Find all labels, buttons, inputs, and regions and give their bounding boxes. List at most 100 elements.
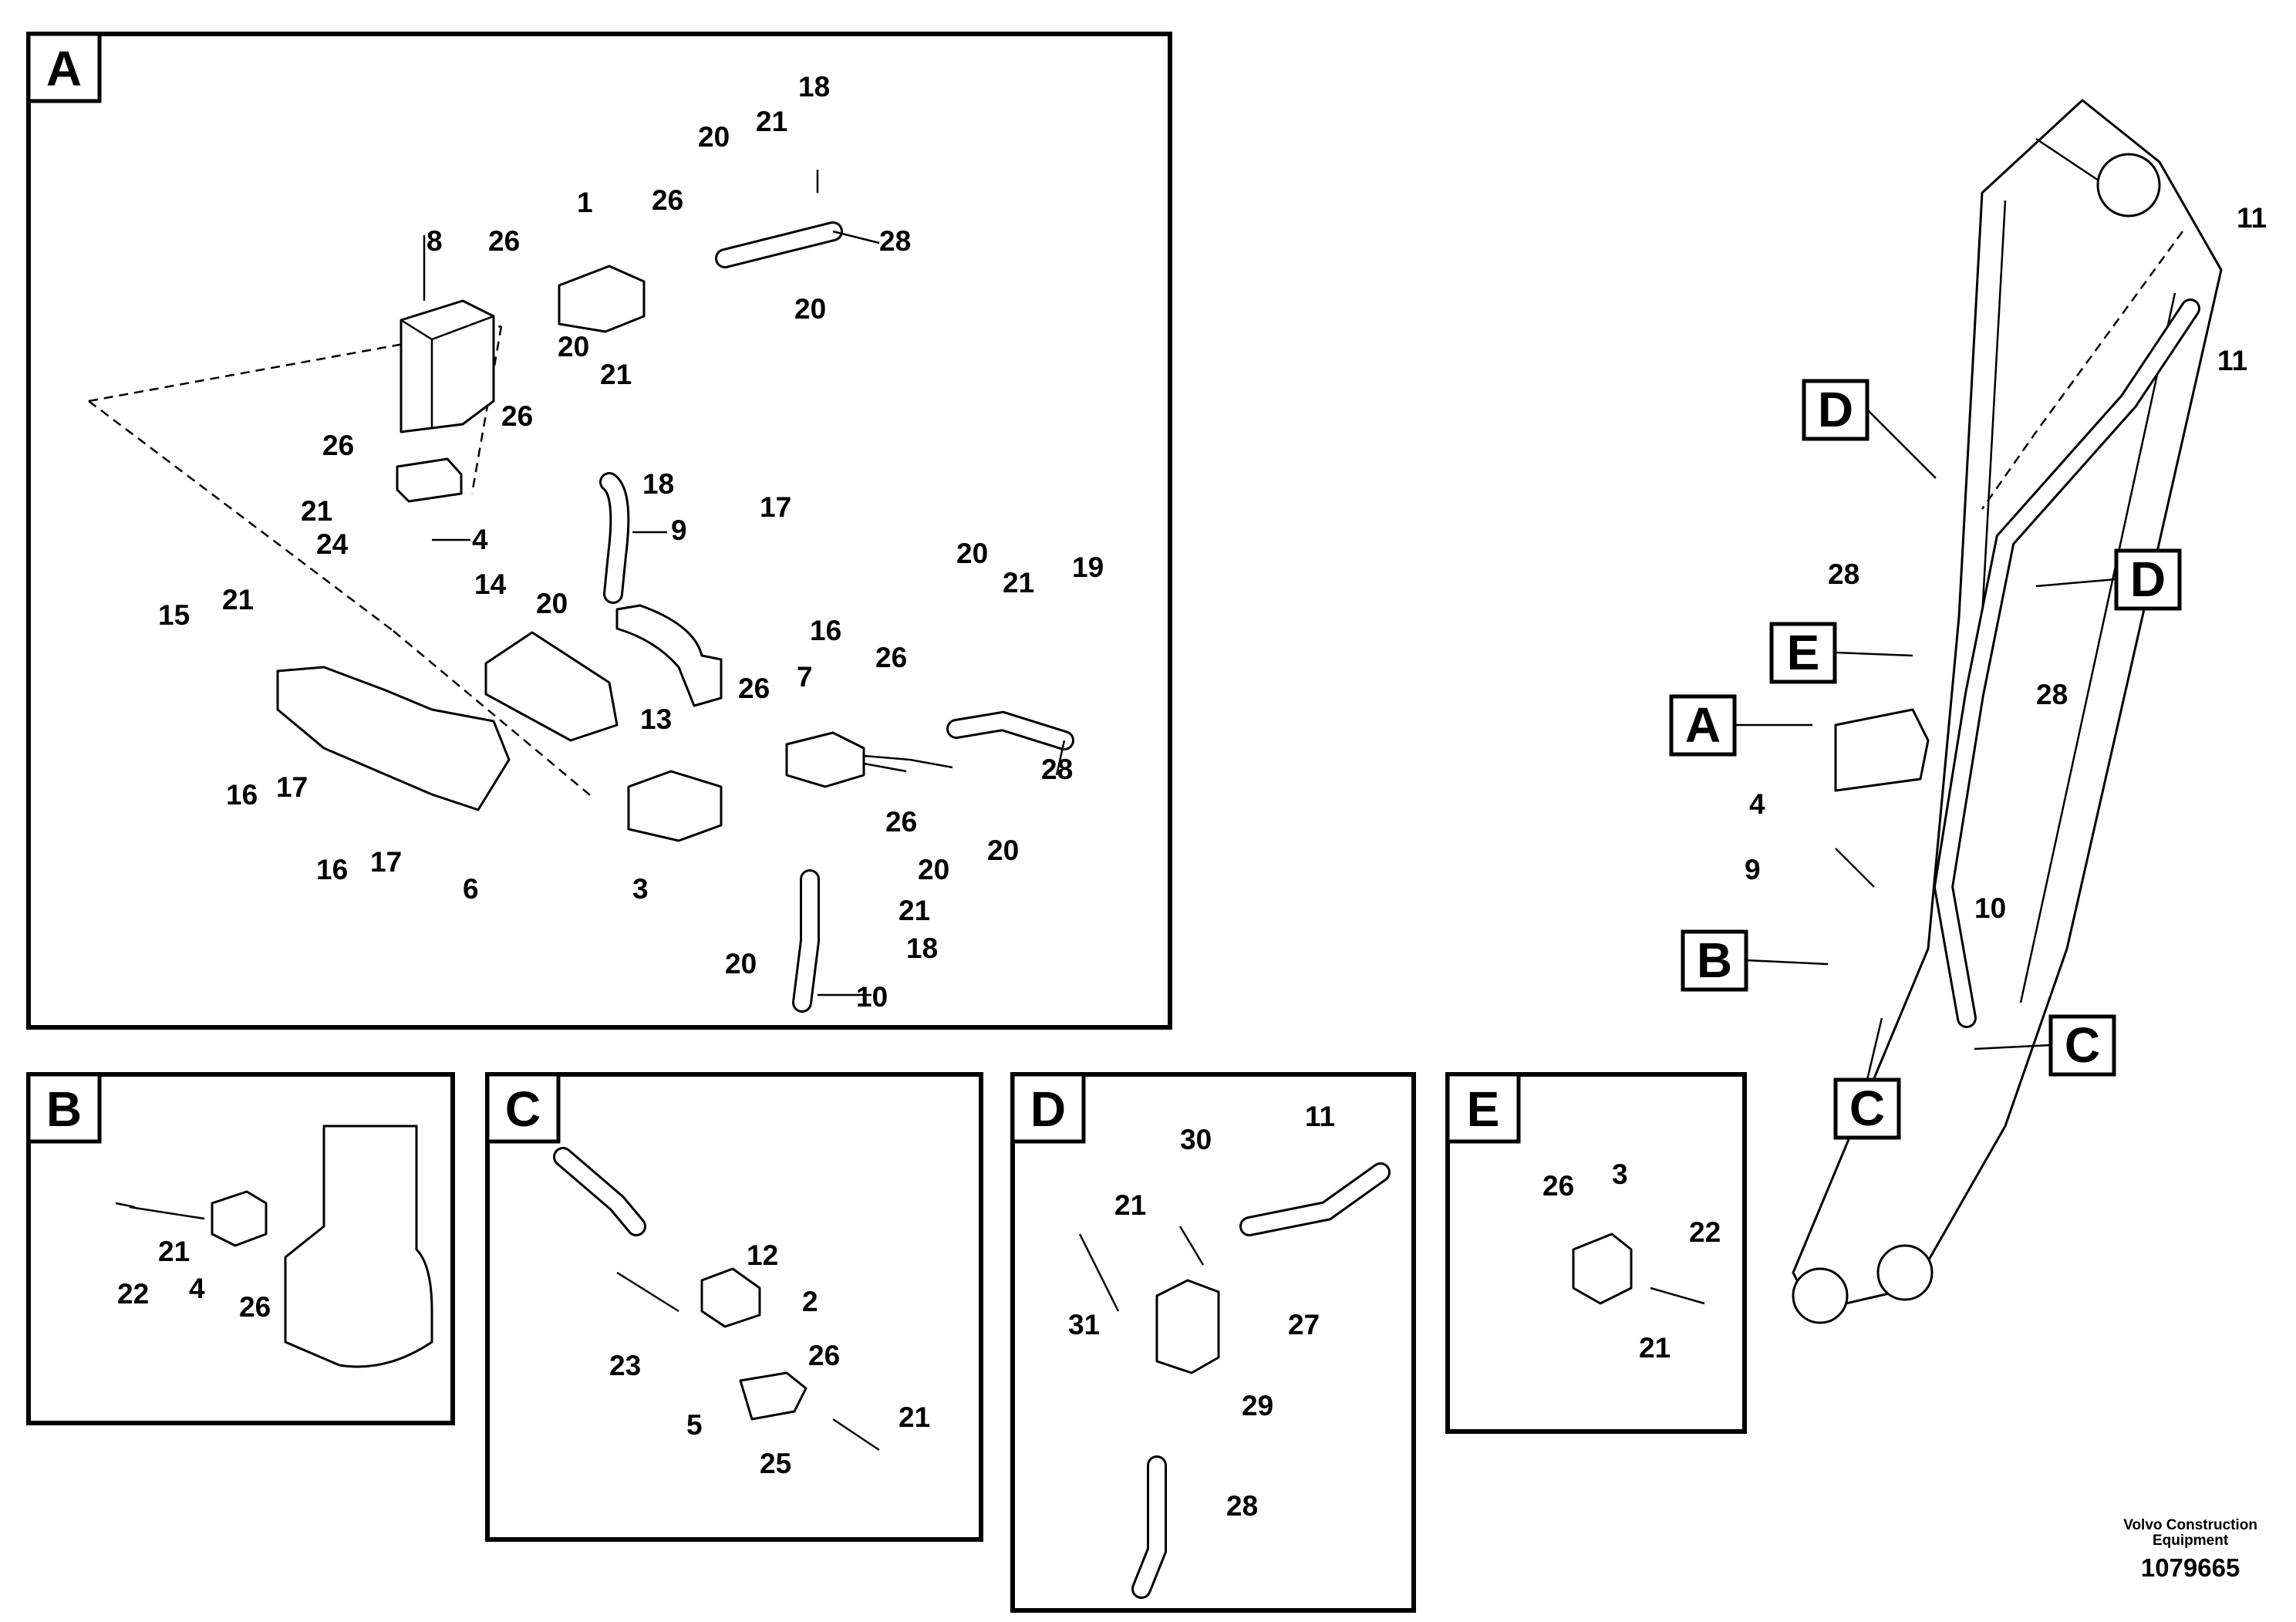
cylinder-b xyxy=(284,1125,433,1368)
callout: 17 xyxy=(276,771,308,803)
callout: 20 xyxy=(698,121,730,153)
callout: 18 xyxy=(642,468,674,500)
callout: 10 xyxy=(1974,892,2006,924)
callout: 11 xyxy=(2237,202,2267,234)
callout: 9 xyxy=(1745,854,1761,885)
callout: 1 xyxy=(577,187,593,218)
callout: 4 xyxy=(189,1273,205,1304)
callout: 26 xyxy=(808,1340,840,1371)
callout: 20 xyxy=(956,538,988,569)
callout: 20 xyxy=(725,948,757,980)
callout: 18 xyxy=(906,932,938,964)
callout: 17 xyxy=(370,846,402,878)
panel-b: B 22 21 4 26 xyxy=(26,1072,455,1425)
callout: 20 xyxy=(558,331,589,363)
callout: 14 xyxy=(474,568,507,600)
callout: 25 xyxy=(760,1448,791,1479)
plate-6 xyxy=(276,666,511,811)
callout: 26 xyxy=(738,673,770,704)
block-1 xyxy=(558,265,646,333)
callout: 31 xyxy=(1068,1309,1100,1340)
callout: 28 xyxy=(1828,558,1859,590)
callout: 18 xyxy=(798,71,830,103)
callout: 21 xyxy=(756,106,787,137)
callout: 11 xyxy=(1305,1101,1335,1132)
panel-a: A 18 xyxy=(26,32,1172,1030)
panel-d: D 30 11 21 31 27 29 28 xyxy=(1010,1072,1416,1613)
callout: 16 xyxy=(226,779,258,811)
callout: 21 xyxy=(899,895,930,926)
callout: 4 xyxy=(1749,788,1765,820)
callout: 7 xyxy=(797,661,813,693)
overview-tag-d-2: D xyxy=(2130,551,2166,607)
callout: 16 xyxy=(316,854,348,885)
callout: 28 xyxy=(2036,679,2068,710)
callout: 4 xyxy=(472,524,488,555)
callout: 26 xyxy=(875,642,907,673)
callout: 20 xyxy=(536,588,568,619)
panel-a-tag: A xyxy=(46,41,82,96)
clamp-13 xyxy=(615,604,723,707)
callout: 23 xyxy=(609,1350,641,1381)
panel-b-tag: B xyxy=(46,1081,82,1137)
callout: 17 xyxy=(760,491,791,523)
callout: 21 xyxy=(158,1236,190,1267)
callout: 21 xyxy=(1114,1189,1146,1221)
callout: 24 xyxy=(316,528,349,560)
panel-e: E 26 3 22 21 xyxy=(1445,1072,1747,1434)
callout: 26 xyxy=(885,806,917,838)
callout: 28 xyxy=(1041,754,1073,785)
callout: 13 xyxy=(640,703,672,735)
callout: 19 xyxy=(1072,551,1104,583)
callout: 21 xyxy=(1003,567,1034,599)
callout: 21 xyxy=(222,584,254,615)
callout: 26 xyxy=(239,1291,271,1323)
overview-tag-e: E xyxy=(1787,625,1820,680)
callout: 15 xyxy=(158,599,190,631)
callout: 8 xyxy=(426,225,443,257)
callout: 22 xyxy=(1689,1216,1721,1248)
callout: 26 xyxy=(501,400,533,432)
panel-d-tag: D xyxy=(1030,1081,1066,1137)
callout: 20 xyxy=(794,293,826,325)
panel-a-callouts: 18 21 20 26 1 28 8 26 20 20 21 26 18 26 … xyxy=(158,71,1104,1013)
callout: 11 xyxy=(2217,345,2247,376)
callout: 26 xyxy=(1542,1170,1574,1202)
callout: 3 xyxy=(1612,1158,1628,1190)
boom-overview: D D E A B C C 11 11 28 28 4 9 10 xyxy=(1669,99,2267,1324)
overview-tag-c-1: C xyxy=(2065,1017,2100,1073)
callout: 28 xyxy=(879,225,911,257)
bracket-14 xyxy=(484,631,619,742)
overview-tag-b: B xyxy=(1697,932,1732,988)
panel-e-tag: E xyxy=(1467,1081,1500,1137)
panel-c: C 12 2 23 26 5 21 25 xyxy=(485,1072,983,1542)
callout: 12 xyxy=(747,1239,778,1271)
callout: 21 xyxy=(600,359,632,390)
drawing-number: 1079665 xyxy=(2140,1553,2240,1582)
callout: 29 xyxy=(1242,1390,1273,1421)
callout: 26 xyxy=(652,184,683,216)
callout: 9 xyxy=(671,514,687,546)
callout: 28 xyxy=(1226,1490,1258,1522)
block-7 xyxy=(785,731,865,788)
footer-brand-line2: Equipment xyxy=(2153,1533,2229,1549)
callout: 30 xyxy=(1180,1124,1212,1155)
callout: 3 xyxy=(632,873,649,905)
callout: 2 xyxy=(802,1286,818,1317)
callout: 10 xyxy=(856,981,888,1013)
callout: 20 xyxy=(918,854,949,885)
callout: 21 xyxy=(899,1401,930,1433)
callout: 26 xyxy=(488,225,520,257)
callout: 20 xyxy=(987,835,1019,866)
block-27 xyxy=(1155,1279,1220,1374)
callout: 16 xyxy=(810,615,841,646)
footer-brand-line1: Volvo Construction xyxy=(2123,1517,2257,1533)
overview-tag-d-1: D xyxy=(1818,382,1853,437)
callout: 27 xyxy=(1288,1309,1320,1340)
callout: 6 xyxy=(463,873,479,905)
callout: 21 xyxy=(1639,1332,1671,1364)
overview-tag-c-2: C xyxy=(1849,1081,1885,1136)
callout: 5 xyxy=(686,1409,703,1441)
footer: Volvo Construction Equipment 1079665 xyxy=(2123,1518,2257,1583)
